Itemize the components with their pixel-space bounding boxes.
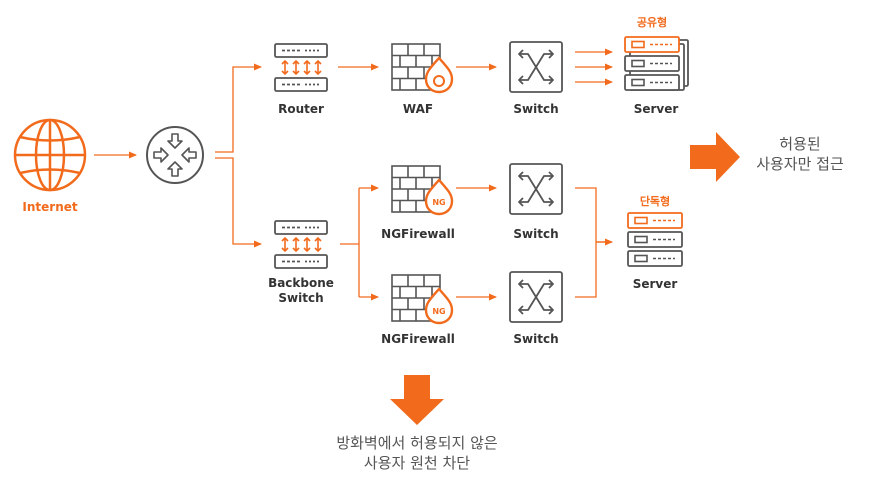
server-bottom-label: Server — [632, 277, 678, 291]
server-bottom-tag: 단독형 — [639, 195, 671, 208]
switch-bottom-device — [509, 271, 563, 323]
ng-badge: NG — [432, 198, 445, 207]
server-rack-icon — [274, 43, 328, 92]
router-label: Router — [278, 102, 324, 116]
connector-backbone-split — [340, 188, 360, 297]
waf-device — [391, 43, 454, 94]
backbone-switch-device — [274, 220, 328, 269]
ngfirewall-mid-label: NGFirewall — [381, 227, 455, 241]
internet-label: Internet — [22, 200, 78, 214]
waf-label: WAF — [402, 102, 434, 116]
arrow-right-icon — [690, 132, 740, 182]
server-top-device — [624, 36, 689, 91]
ngfirewall-bottom-device: NG — [391, 274, 454, 325]
flame-icon: NG — [424, 287, 454, 325]
backbone-label-line1: Backbone — [268, 276, 334, 290]
blocked-note-line1: 방화벽에서 허용되지 않은 — [336, 434, 498, 452]
ng-badge: NG — [432, 307, 445, 316]
backbone-switch-label: Backbone Switch — [256, 276, 346, 306]
allowed-note: 허용된 사용자만 접근 — [735, 134, 865, 174]
ngfirewall-mid-device: NG — [391, 165, 454, 216]
switch-bottom-label: Switch — [513, 332, 559, 346]
switch-icon — [509, 41, 563, 93]
switch-icon — [509, 271, 563, 323]
switch-top-device — [509, 41, 563, 93]
connector-hub-router — [215, 63, 262, 153]
switch-mid-label: Switch — [513, 227, 559, 241]
switch-mid-device — [509, 163, 563, 215]
connectors — [94, 48, 613, 301]
globe-icon — [13, 118, 87, 192]
router-hub-icon — [146, 126, 204, 184]
allowed-note-line1: 허용된 — [779, 135, 821, 153]
switch-top-label: Switch — [513, 102, 559, 116]
backbone-label-line2: Switch — [278, 291, 324, 305]
allowed-note-line2: 사용자만 접근 — [756, 155, 844, 173]
server-top-tag: 공유형 — [636, 16, 668, 29]
blocked-note-line2: 사용자 원천 차단 — [363, 454, 471, 472]
arrow-down-icon — [390, 375, 444, 425]
switch-icon — [509, 163, 563, 215]
router-device — [274, 43, 328, 92]
ngfirewall-bottom-label: NGFirewall — [381, 332, 455, 346]
server-top-label: Server — [633, 102, 679, 116]
server-bottom-device — [627, 212, 683, 267]
blocked-note: 방화벽에서 허용되지 않은 사용자 원천 차단 — [297, 433, 537, 473]
connector-hub-backbone — [215, 157, 262, 248]
flame-icon — [424, 56, 454, 94]
server-rack-icon — [274, 220, 328, 269]
flame-icon: NG — [424, 178, 454, 216]
